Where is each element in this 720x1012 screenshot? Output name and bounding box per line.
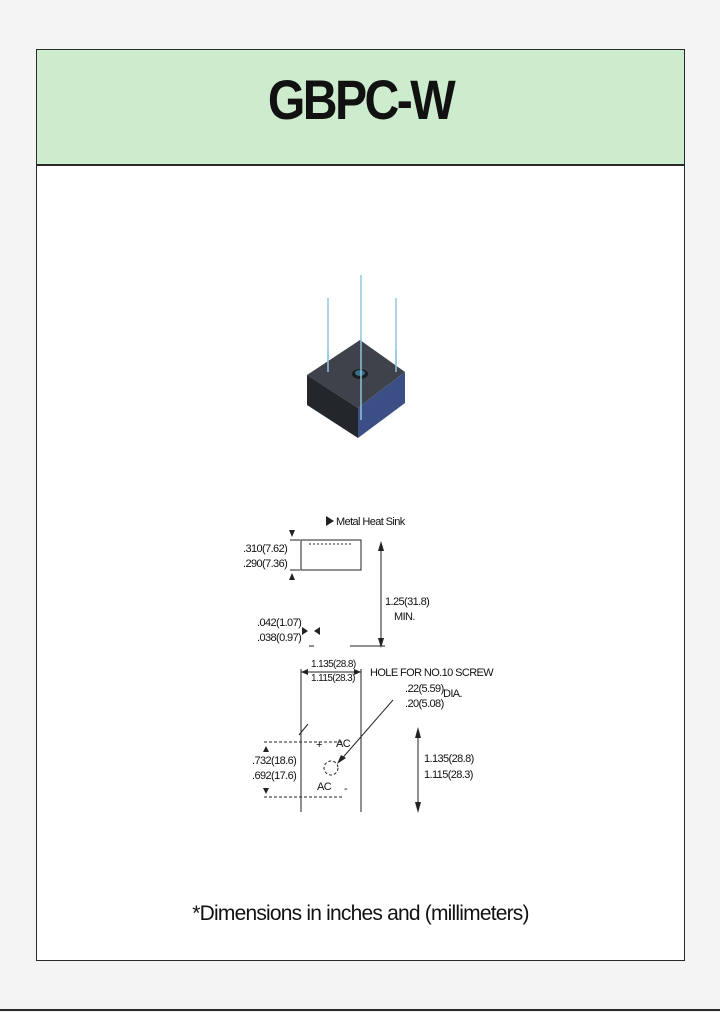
pin-label-plus: + <box>316 739 322 751</box>
dimensions-footnote: *Dimensions in inches and (millimeters) <box>192 902 529 925</box>
dim-lead-length: 1.25(31.8) <box>385 596 429 608</box>
pin-label-ac-top: AC <box>336 738 351 750</box>
dim-width-max: 1.135(28.8) <box>311 659 356 670</box>
hole-dia-min: .20(5.08) <box>405 698 444 710</box>
heat-sink-pointer-icon <box>326 516 334 526</box>
pin-label-ac-bottom: AC <box>317 781 332 793</box>
dim-pin-min: .692(17.6) <box>252 770 296 782</box>
dim-lead-length-note: MIN. <box>394 611 415 623</box>
dim-width-min: 1.115(28.3) <box>311 673 355 684</box>
pin-label-minus: - <box>344 783 348 795</box>
dim-pin-max: .732(18.6) <box>252 755 296 767</box>
hole-dia-max: .22(5.59) <box>405 683 444 695</box>
page-title: GBPC-W <box>267 68 456 131</box>
heat-sink-label: Metal Heat Sink <box>336 516 406 528</box>
dim-lead-max: .042(1.07) <box>257 617 301 629</box>
dim-thickness-max: .310(7.62) <box>243 543 287 555</box>
side-view-drawing <box>289 516 385 648</box>
dim-height-min: 1.115(28.3) <box>424 769 473 781</box>
screw-hole-outline <box>323 760 339 776</box>
dim-height-max: 1.135(28.8) <box>424 753 474 765</box>
dim-lead-min: .038(0.97) <box>257 632 301 644</box>
hole-dia-unit: DIA. <box>443 688 463 700</box>
hole-label: HOLE FOR NO.10 SCREW <box>370 667 494 679</box>
dim-thickness-min: .290(7.36) <box>243 558 287 570</box>
package-3d-illustration <box>307 275 405 438</box>
title-banner: GBPC-W <box>37 50 684 166</box>
top-view-drawing <box>263 669 421 813</box>
page-bottom-rule <box>0 1009 720 1011</box>
